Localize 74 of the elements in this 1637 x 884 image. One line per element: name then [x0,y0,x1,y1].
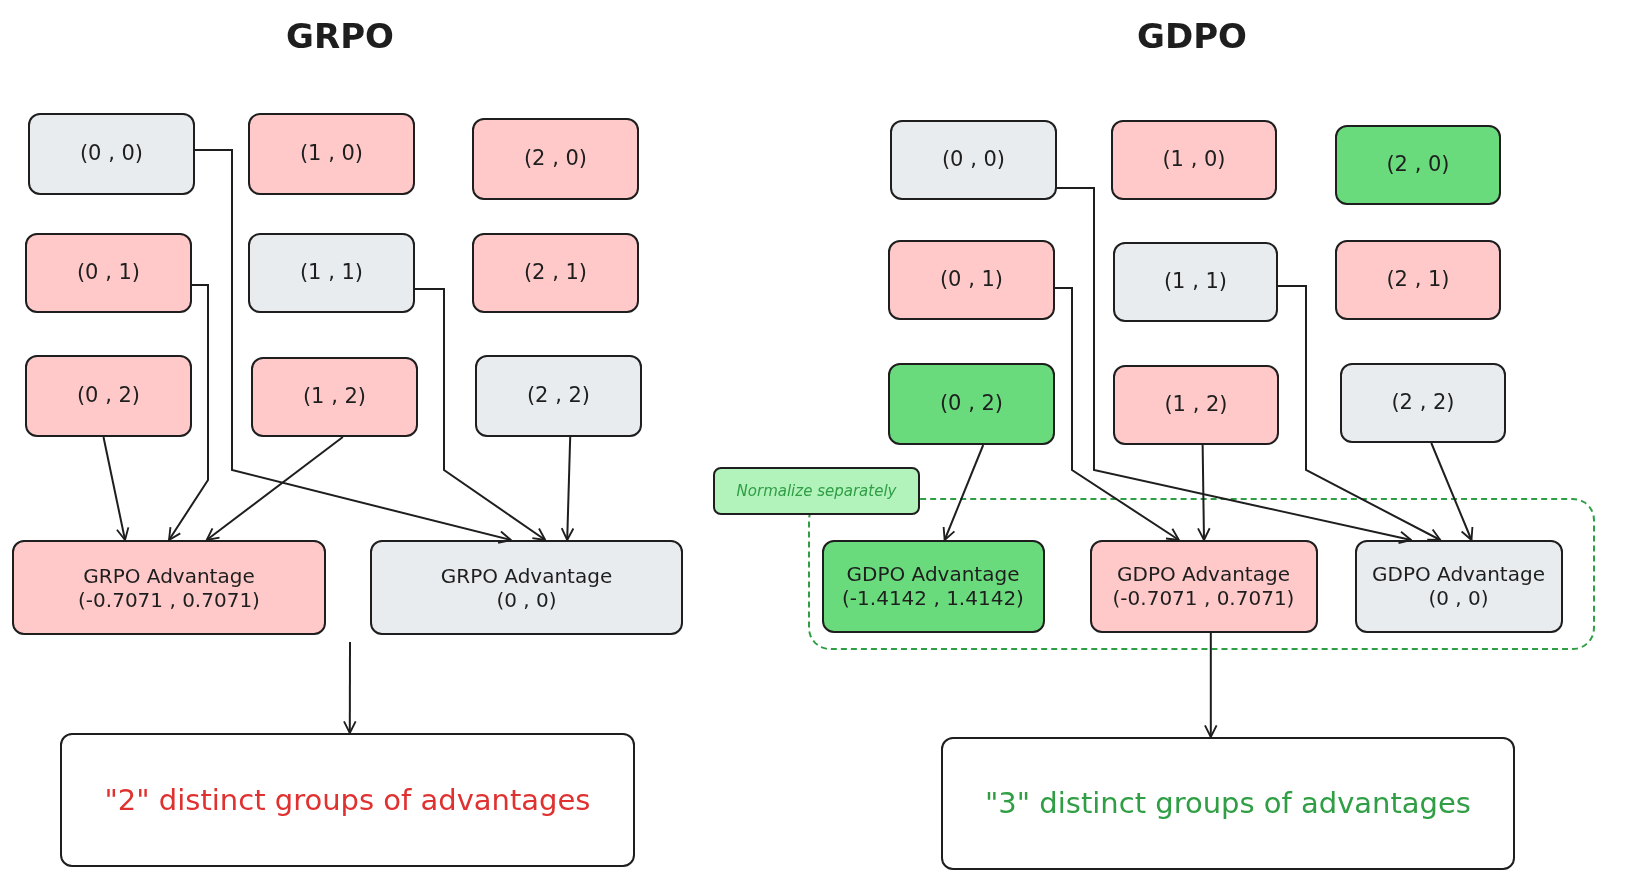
note-text: Normalize separately [736,482,897,500]
arrow [1204,632,1218,738]
box-label: (1 , 0) [299,141,364,167]
state-box [28,113,195,195]
arrow [1197,444,1211,541]
state-box [1113,365,1279,445]
arrow [942,444,985,541]
box-label: GDPO Advantage [1117,562,1290,586]
box-label: (2 , 0) [523,146,588,172]
box-label: (0 , 0) [1428,586,1489,610]
box-label: (2 , 1) [523,260,588,286]
arrow [1277,285,1442,541]
box-label: (0 , 0) [496,587,557,612]
advantage-box [1354,539,1563,633]
box-label: (0 , 1) [939,267,1004,293]
arrow [560,436,575,541]
arrow [102,436,130,541]
box-label: (-0.7071 , 0.7071) [1112,586,1295,610]
box-label: (1 , 2) [302,384,367,410]
dashed-group-region [808,498,1595,650]
box-label: GRPO Advantage [440,563,613,588]
state-box [472,233,639,313]
result-box [941,737,1515,870]
box-label: GRPO Advantage [83,563,255,588]
arrow [168,284,209,541]
box-label: (2 , 2) [526,383,591,409]
state-box [1340,363,1506,443]
advantage-box [821,539,1045,633]
box-label: (0 , 2) [76,383,141,409]
state-box [1335,240,1501,320]
box-label: (1 , 1) [1163,269,1228,295]
state-box [248,113,415,195]
advantage-box [1089,539,1318,633]
box-label: GDPO Advantage [1372,562,1545,586]
box-label: (0 , 0) [79,141,144,167]
arrow [343,641,357,734]
arrow [1430,442,1474,541]
state-box [25,355,192,437]
state-box [1335,125,1501,205]
box-label: (-0.7071 , 0.7071) [78,587,260,612]
box-label: (2 , 2) [1391,390,1455,416]
box-label: (0 , 2) [939,391,1004,417]
panel-title: GDPO [1137,16,1247,56]
state-box [251,357,418,437]
advantage-box [370,540,683,635]
arrow [194,148,512,544]
box-label: (0 , 0) [941,147,1006,173]
state-box [248,233,415,313]
advantage-box [12,540,326,635]
arrow [1056,187,1413,545]
arrow [1054,287,1180,541]
state-box [890,120,1057,200]
box-label: (1 , 2) [1164,392,1228,418]
note-tag [713,467,920,515]
box-label: (2 , 1) [1386,267,1450,293]
arrow [205,436,344,541]
state-box [1113,242,1278,322]
panel-title: GRPO [286,16,394,56]
state-box [25,233,192,313]
arrow [414,288,547,541]
box-label: (-1.4142 , 1.4142) [842,586,1024,610]
state-box [888,363,1055,445]
box-label: (1 , 1) [299,260,364,286]
result-text: "3" distinct groups of advantages [985,786,1471,821]
box-label: (2 , 0) [1386,152,1450,178]
box-label: (0 , 1) [76,260,141,286]
state-box [1111,120,1277,200]
result-box [60,733,635,867]
state-box [475,355,642,437]
box-label: (1 , 0) [1162,147,1226,173]
state-box [472,118,639,200]
result-text: "2" distinct groups of advantages [104,782,591,818]
box-label: GDPO Advantage [846,562,1020,586]
state-box [888,240,1055,320]
